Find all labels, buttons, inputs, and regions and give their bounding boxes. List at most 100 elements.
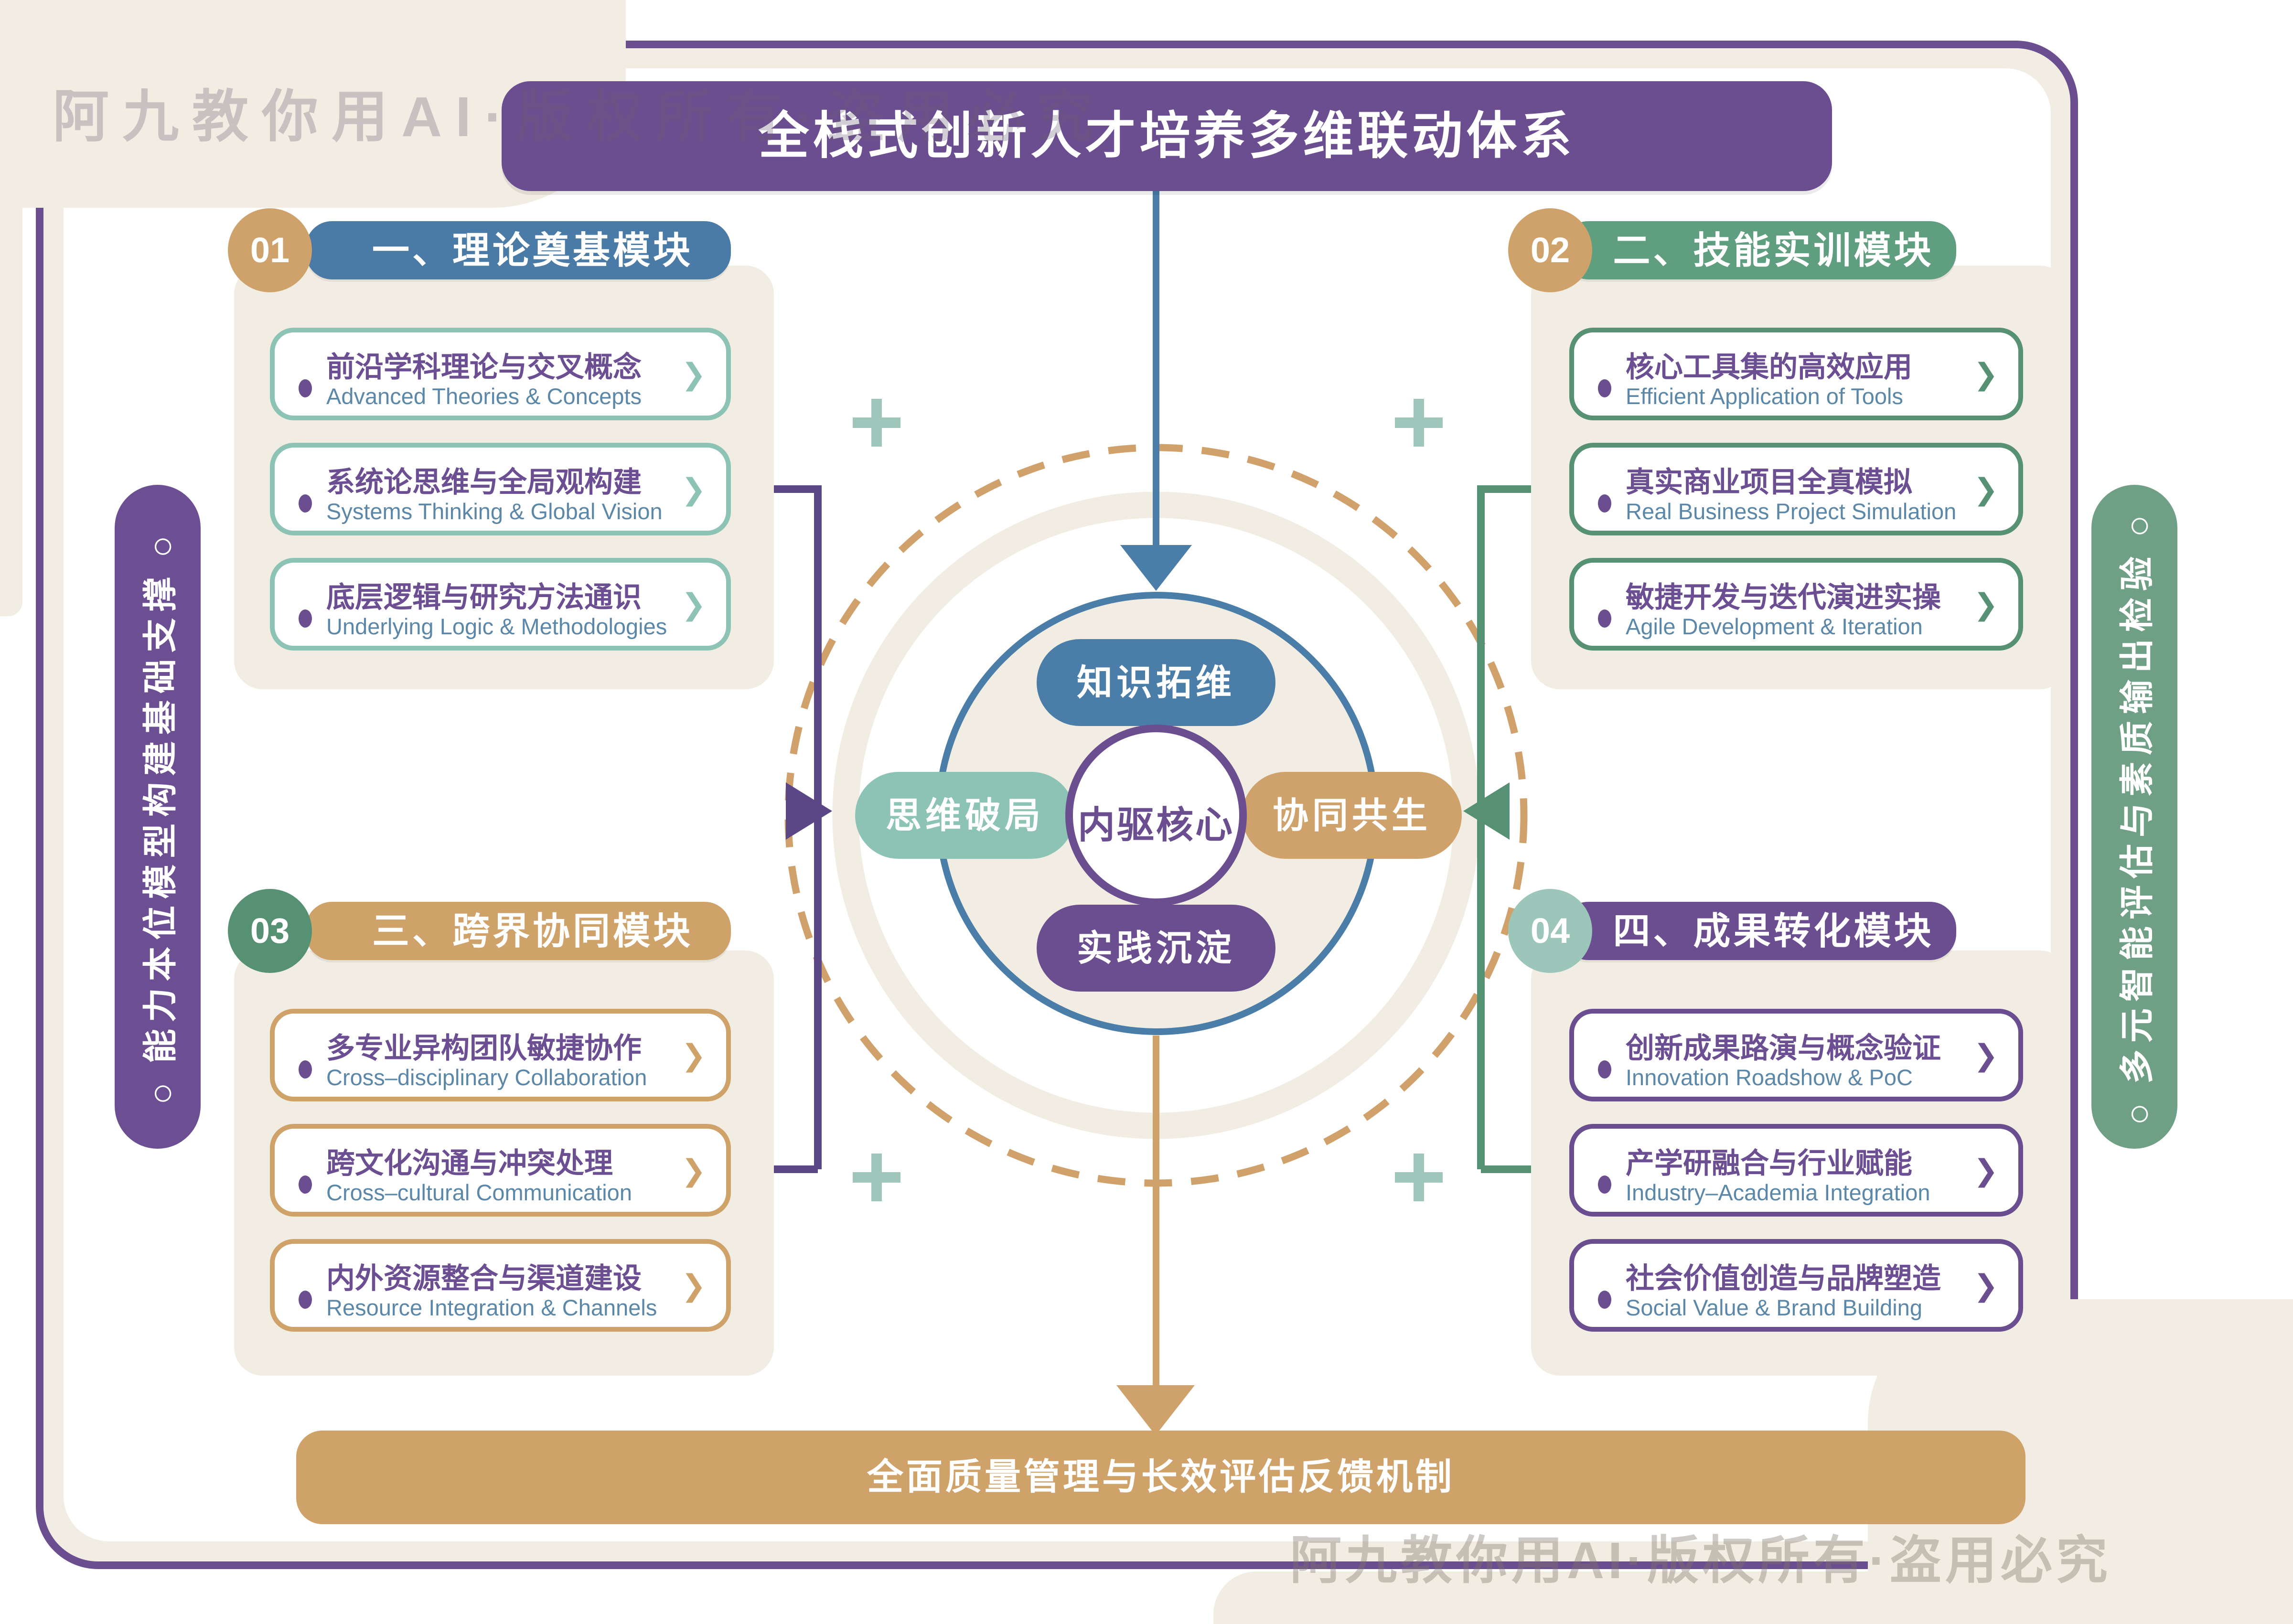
item-title-zh: 跨文化沟通与冲突处理: [326, 1147, 613, 1179]
item-title-zh: 社会价值创造与品牌塑造: [1626, 1262, 1941, 1294]
item-title-zh: 前沿学科理论与交叉概念: [326, 351, 642, 383]
left-vertical-banner: ○ 能力本位模型构建基础支撑 ○: [115, 485, 201, 1149]
plus-icon: [1395, 399, 1443, 447]
bullet-icon: [1598, 379, 1611, 397]
list-item[interactable]: 产学研融合与行业赋能 Industry–Academia Integration…: [1569, 1124, 2023, 1217]
list-item[interactable]: 前沿学科理论与交叉概念 Advanced Theories & Concepts…: [270, 328, 731, 420]
right-banner-label: 多元智能评估与素质输出检验: [2118, 549, 2157, 1084]
item-subtitle-en: Resource Integration & Channels: [326, 1295, 657, 1320]
chevron-right-icon[interactable]: ❯: [1973, 588, 1998, 621]
corner-blob-top-left-strip: [0, 0, 22, 616]
chevron-right-icon[interactable]: ❯: [1973, 1154, 1998, 1187]
module-3-header: 三、跨界协同模块: [306, 902, 731, 960]
module-3-title: 三、跨界协同模块: [372, 910, 693, 952]
item-subtitle-en: Underlying Logic & Methodologies: [326, 614, 667, 639]
item-subtitle-en: Efficient Application of Tools: [1626, 384, 1903, 409]
chevron-right-icon[interactable]: ❯: [1973, 358, 1998, 391]
chevron-right-icon[interactable]: ❯: [681, 588, 706, 621]
top-flow-line: [1153, 190, 1159, 546]
module-1-header: 一、理论奠基模块: [306, 221, 731, 279]
item-subtitle-en: Cross–disciplinary Collaboration: [326, 1065, 647, 1090]
watermark-bottom-right: 阿九教你用AI·版权所有·盗用必究: [1290, 1531, 2111, 1589]
item-title-zh: 内外资源整合与渠道建设: [326, 1262, 642, 1294]
module-1-title: 一、理论奠基模块: [372, 229, 693, 271]
arrow-left-green-icon: [1463, 782, 1510, 840]
watermark-top-left: 阿九教你用AI·版权所有·盗用必究: [53, 85, 1107, 149]
plus-icon: [1395, 1154, 1443, 1201]
item-subtitle-en: Social Value & Brand Building: [1626, 1295, 1922, 1320]
ring-icon: ○: [140, 1076, 182, 1105]
hub-pill-mindset: 思维破局: [855, 772, 1075, 859]
hub-pill-knowledge: 知识拓维: [1037, 639, 1275, 726]
chevron-right-icon[interactable]: ❯: [1973, 1039, 1998, 1072]
chevron-right-icon[interactable]: ❯: [681, 1269, 706, 1303]
hub-pill-synergy: 协同共生: [1242, 772, 1462, 859]
chevron-right-icon[interactable]: ❯: [681, 1039, 706, 1072]
bottom-banner: 全面质量管理与长效评估反馈机制: [296, 1431, 2025, 1524]
item-subtitle-en: Real Business Project Simulation: [1626, 499, 1957, 524]
bullet-icon: [299, 379, 312, 397]
item-title-zh: 系统论思维与全局观构建: [326, 466, 642, 498]
hub-pill-practice: 实践沉淀: [1037, 905, 1275, 992]
right-banner-text: ○多元智能评估与素质输出检验○: [2109, 496, 2160, 1138]
module-2-header: 二、技能实训模块: [1562, 221, 1956, 279]
arrow-down-icon: [1120, 545, 1192, 591]
left-banner-label: 能力本位模型构建基础支撑: [141, 570, 180, 1064]
module-4-title: 四、成果转化模块: [1613, 910, 1934, 952]
bullet-icon: [1598, 1060, 1611, 1079]
module-1-badge: 01: [228, 208, 312, 292]
list-item[interactable]: 跨文化沟通与冲突处理 Cross–cultural Communication …: [270, 1124, 731, 1217]
left-banner-text: ○ 能力本位模型构建基础支撑 ○: [132, 516, 183, 1117]
list-item[interactable]: 社会价值创造与品牌塑造 Social Value & Brand Buildin…: [1569, 1239, 2023, 1332]
list-item[interactable]: 多专业异构团队敏捷协作 Cross–disciplinary Collabora…: [270, 1009, 731, 1101]
item-title-zh: 底层逻辑与研究方法通识: [326, 581, 642, 613]
chevron-right-icon[interactable]: ❯: [681, 358, 706, 391]
module-2-title: 二、技能实训模块: [1613, 229, 1934, 271]
arrow-right-purple-icon: [786, 782, 832, 840]
right-vertical-banner: ○多元智能评估与素质输出检验○: [2091, 485, 2177, 1149]
bullet-icon: [299, 1175, 312, 1194]
bullet-icon: [299, 1060, 312, 1079]
page-title: 全栈式创新人才培养多维联动体系: [502, 81, 1832, 191]
bullet-icon: [1598, 1175, 1611, 1194]
item-subtitle-en: Systems Thinking & Global Vision: [326, 499, 663, 524]
hub-core-label: 内驱核心: [1077, 804, 1234, 846]
list-item[interactable]: 内外资源整合与渠道建设 Resource Integration & Chann…: [270, 1239, 731, 1332]
item-subtitle-en: Innovation Roadshow & PoC: [1626, 1065, 1913, 1090]
bullet-icon: [1598, 609, 1611, 628]
list-item[interactable]: 核心工具集的高效应用 Efficient Application of Tool…: [1569, 328, 2023, 420]
bullet-icon: [299, 1291, 312, 1309]
item-subtitle-en: Advanced Theories & Concepts: [326, 384, 642, 409]
ring-icon: ○: [140, 528, 182, 558]
list-item[interactable]: 敏捷开发与迭代演进实操 Agile Development & Iteratio…: [1569, 558, 2023, 651]
chevron-right-icon[interactable]: ❯: [681, 1154, 706, 1187]
list-item[interactable]: 底层逻辑与研究方法通识 Underlying Logic & Methodolo…: [270, 558, 731, 651]
item-subtitle-en: Cross–cultural Communication: [326, 1180, 632, 1205]
list-item[interactable]: 系统论思维与全局观构建 Systems Thinking & Global Vi…: [270, 443, 731, 535]
list-item[interactable]: 创新成果路演与概念验证 Innovation Roadshow & PoC ❯: [1569, 1009, 2023, 1101]
item-title-zh: 敏捷开发与迭代演进实操: [1626, 581, 1941, 613]
hub-core-circle: 内驱核心: [1065, 725, 1247, 906]
item-title-zh: 创新成果路演与概念验证: [1626, 1032, 1941, 1064]
plus-icon: [853, 399, 900, 447]
chevron-right-icon[interactable]: ❯: [1973, 473, 1998, 506]
list-item[interactable]: 真实商业项目全真模拟 Real Business Project Simulat…: [1569, 443, 2023, 535]
corner-blob-bottom-band: [1213, 1571, 2293, 1624]
module-4-header: 四、成果转化模块: [1562, 902, 1956, 960]
item-title-zh: 真实商业项目全真模拟: [1626, 466, 1912, 498]
bottom-flow-line: [1153, 1036, 1159, 1387]
module-2-badge: 02: [1508, 208, 1592, 292]
chevron-right-icon[interactable]: ❯: [1973, 1269, 1998, 1303]
module-3-badge: 03: [228, 889, 312, 973]
item-subtitle-en: Industry–Academia Integration: [1626, 1180, 1930, 1205]
arrow-down-tan-icon: [1116, 1385, 1195, 1435]
bullet-icon: [1598, 1291, 1611, 1309]
module-4-badge: 04: [1508, 889, 1592, 973]
item-title-zh: 多专业异构团队敏捷协作: [326, 1032, 642, 1064]
chevron-right-icon[interactable]: ❯: [681, 473, 706, 506]
item-title-zh: 核心工具集的高效应用: [1626, 351, 1912, 383]
plus-icon: [853, 1154, 900, 1201]
item-title-zh: 产学研融合与行业赋能: [1626, 1147, 1912, 1179]
ring-icon: ○: [2117, 1096, 2159, 1126]
